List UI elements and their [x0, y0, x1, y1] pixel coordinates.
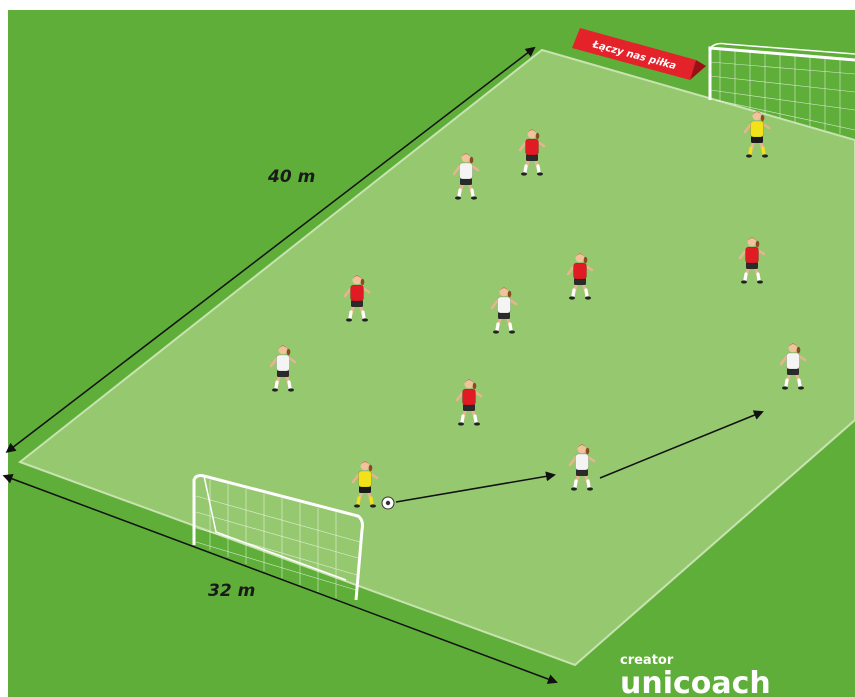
width-label: 32 m: [208, 581, 255, 601]
length-label: 40 m: [267, 167, 315, 187]
soccer-ball: [382, 497, 394, 509]
brand-big-text: unicoach: [620, 666, 771, 697]
